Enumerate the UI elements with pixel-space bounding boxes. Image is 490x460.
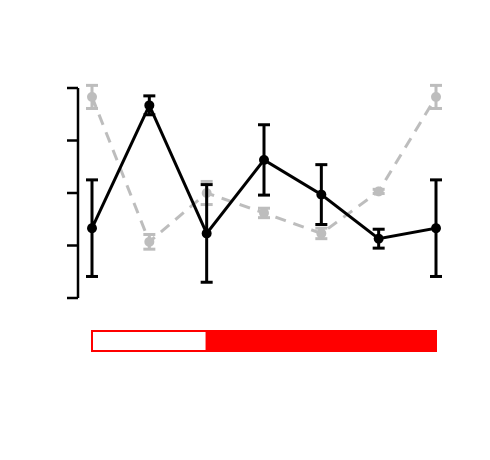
data-point — [259, 154, 269, 165]
data-point — [201, 228, 212, 239]
series-1 — [86, 94, 442, 284]
series-layer — [86, 83, 442, 284]
data-point — [431, 91, 441, 102]
data-point — [144, 236, 155, 247]
data-point — [373, 233, 384, 244]
data-point — [87, 223, 97, 234]
progress-fill — [205, 330, 437, 352]
data-point — [316, 189, 327, 200]
data-point — [316, 228, 327, 239]
data-point — [431, 223, 441, 234]
y-axis — [67, 86, 80, 300]
data-point — [373, 186, 384, 197]
progress-bar — [91, 330, 437, 352]
data-point — [87, 91, 97, 102]
data-point — [259, 207, 269, 218]
data-point — [144, 100, 155, 111]
